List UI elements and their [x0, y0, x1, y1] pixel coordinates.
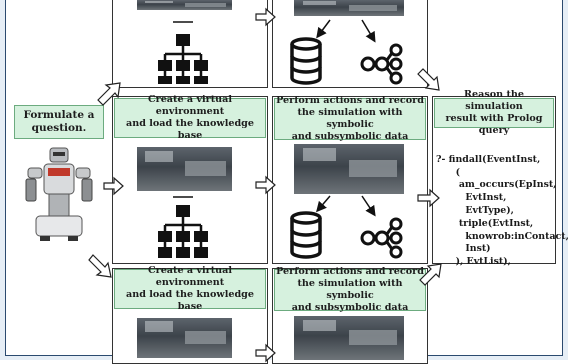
env-header-bot-line-2: and load the knowledge base [126, 289, 254, 312]
flow-arrow-icon [417, 188, 440, 208]
flow-arrow-icon [255, 175, 276, 195]
flow-arrow-icon [417, 68, 440, 91]
simulation-screenshot [137, 0, 232, 10]
env-header-bot-line-1: Create a virtual environment [148, 265, 232, 289]
sim-header-bot-line-1: Perform actions and record [276, 266, 424, 278]
prolog-line: knowrob:inContact, [436, 230, 568, 242]
prolog-line: EvtType), [436, 204, 514, 216]
graph-icon [360, 43, 403, 85]
simulation-screenshot [137, 147, 232, 191]
sim-header-bot-line-3: and subsymbolic data [291, 301, 409, 313]
flow-arrow-icon [88, 254, 112, 278]
hierarchy-icon [158, 196, 208, 258]
sim-header-bot-line-2: the simulation with symbolic [297, 278, 403, 301]
flow-arrow-icon [419, 263, 442, 286]
question-line-2: question. [31, 122, 87, 134]
simulation-screenshot [137, 318, 232, 358]
flow-arrow-icon [97, 82, 121, 106]
sim-header-mid-line-2: the simulation with symbolic [297, 107, 403, 130]
database-icon [290, 37, 322, 85]
flow-arrow-icon [255, 343, 276, 363]
prolog-line: am_occurs(EpInst, [436, 179, 557, 191]
sim-header-mid-line-1: Perform actions and record [276, 95, 424, 107]
prolog-line: ( [436, 166, 461, 178]
prolog-line: ?- findall(EventInst, [436, 153, 541, 165]
simulation-screenshot [294, 316, 404, 360]
simulation-screenshot [294, 144, 404, 194]
hierarchy-icon [158, 21, 208, 84]
graph-icon [360, 217, 403, 259]
env-header-mid-line-1: Create a virtual environment [148, 94, 232, 118]
prolog-line: Inst) [436, 243, 491, 255]
question-line-1: Formulate a [23, 108, 95, 121]
database-icon [290, 211, 322, 259]
prolog-line: EvtInst, [436, 192, 507, 204]
flow-arrow-icon [255, 7, 276, 27]
robot-image [25, 147, 93, 241]
flow-arrow-icon [103, 176, 124, 196]
env-header-mid-line-2: and load the knowledge base [126, 118, 254, 141]
prolog-line: ), EvtList), [436, 256, 511, 268]
prolog-query: ?- findall(EventInst, ( am_occurs(EpInst… [436, 141, 568, 282]
simulation-screenshot [294, 0, 404, 16]
prolog-line: triple(EvtInst, [436, 217, 534, 229]
reason-header-line-1: Reason the simulation [464, 89, 524, 113]
reason-header-line-2: result with Prolog query [445, 113, 543, 136]
sim-header-mid-line-3: and subsymbolic data [291, 130, 409, 142]
